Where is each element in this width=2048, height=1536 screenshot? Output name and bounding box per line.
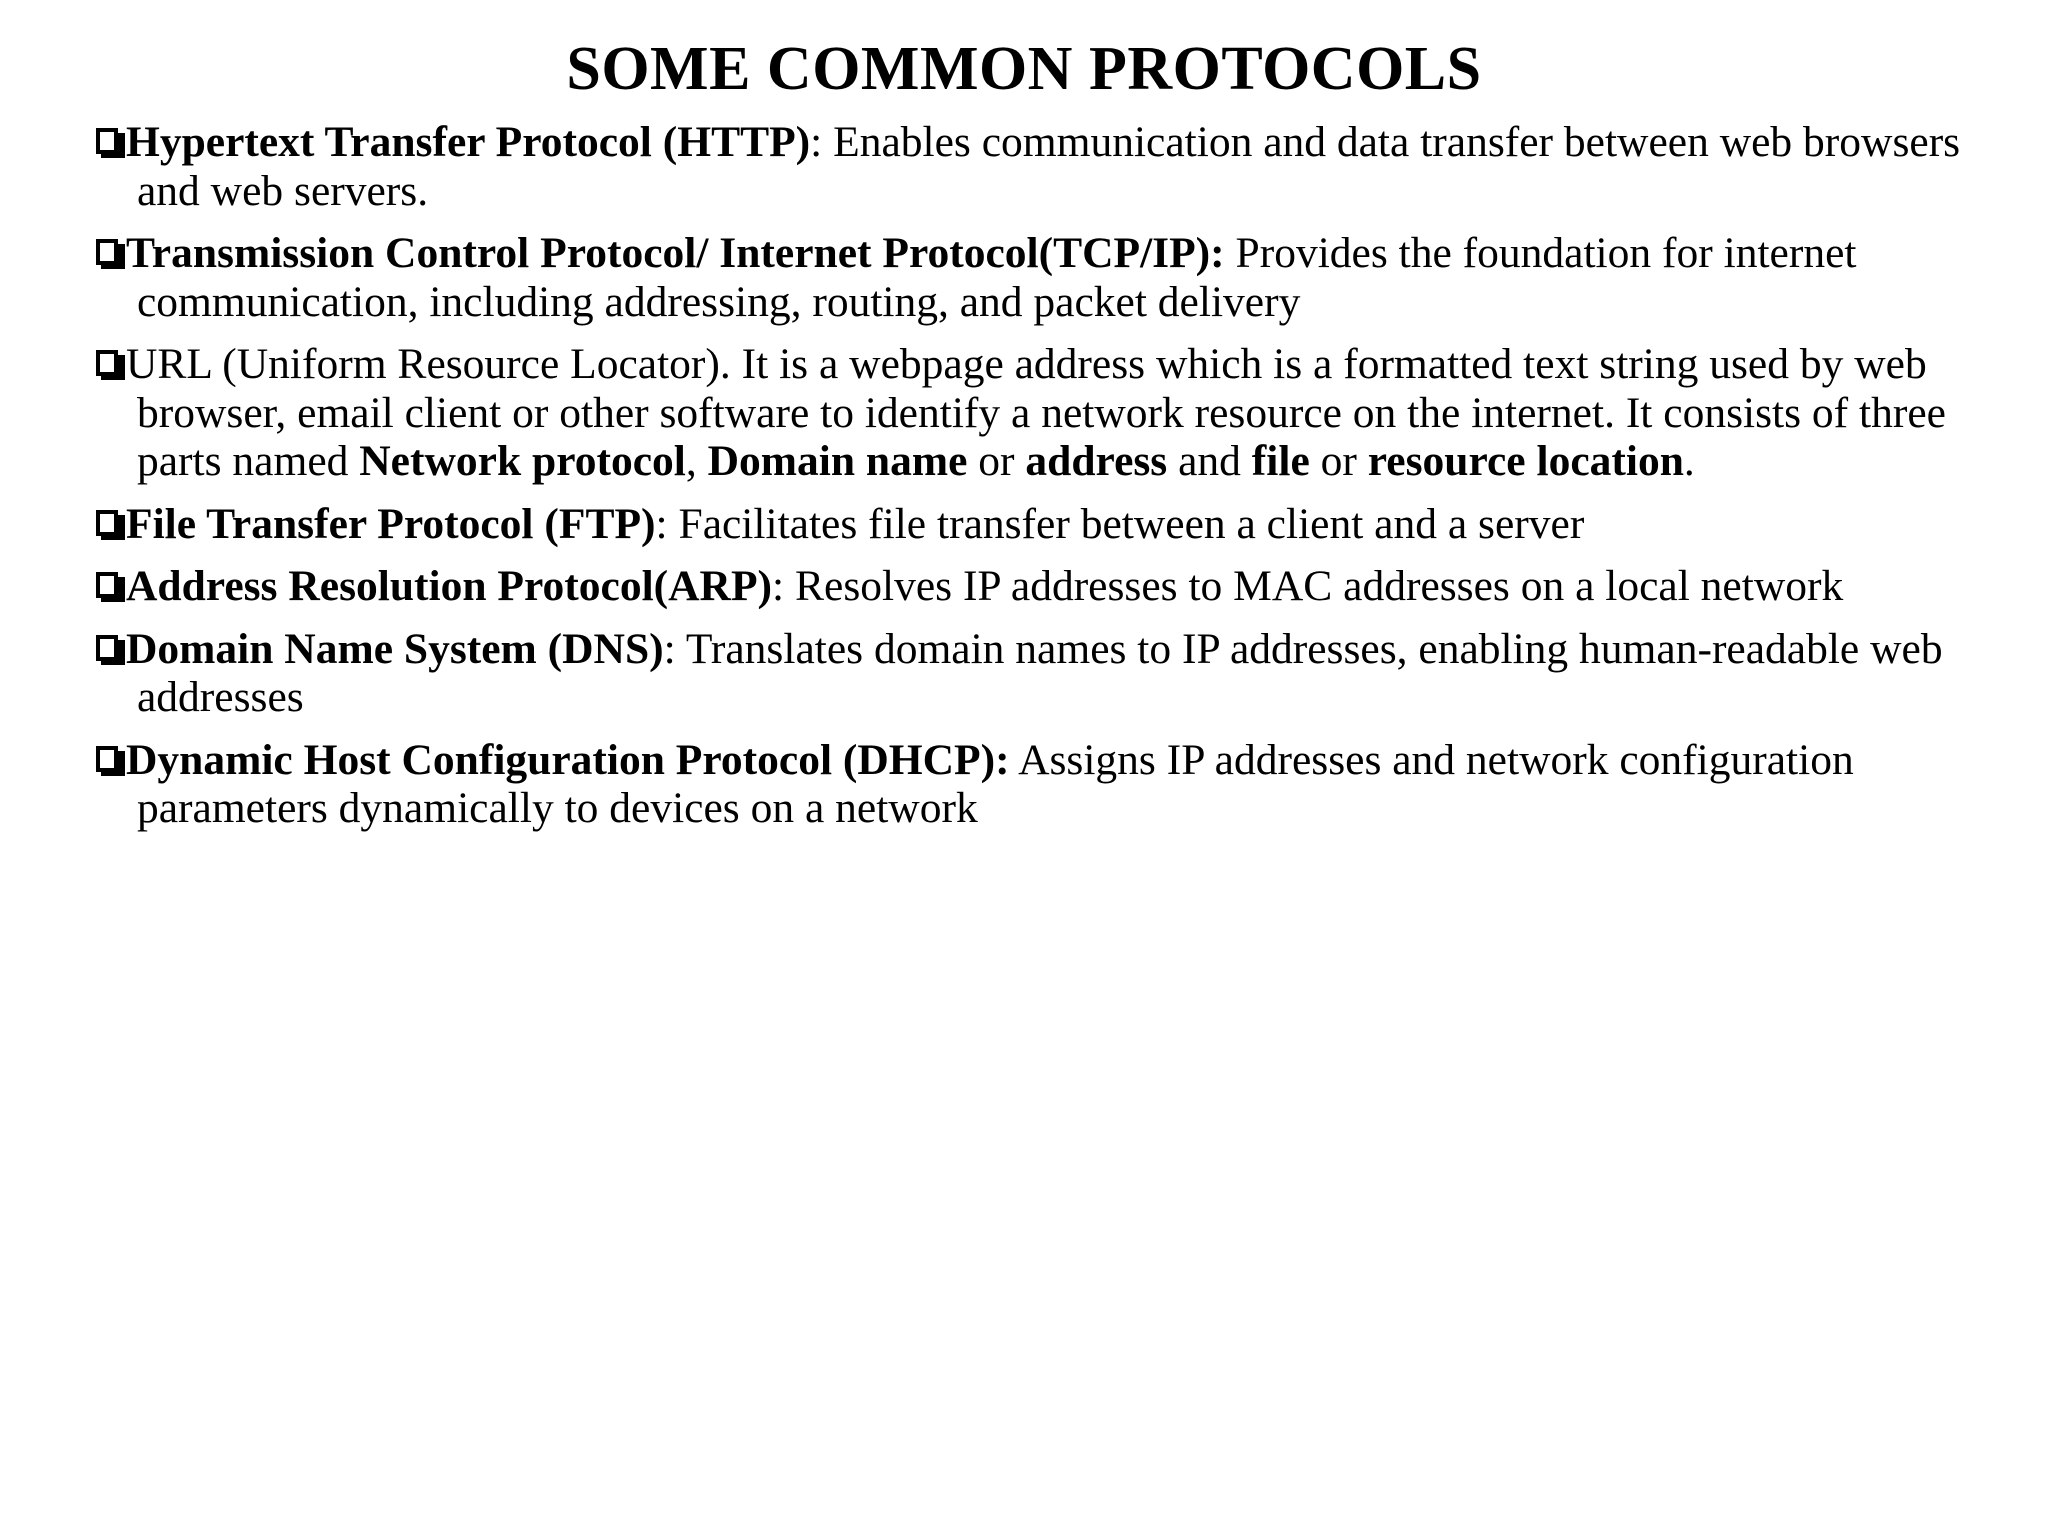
protocol-bullet-list: Hypertext Transfer Protocol (HTTP): Enab… [0,118,2048,833]
protocol-description: Provides the foundation for internet com… [137,229,1857,326]
emphasized-term: Domain name [707,437,968,485]
protocol-term: Dynamic Host Configuration Protocol (DHC… [126,735,1010,784]
list-item-dns: Domain Name System (DNS): Translates dom… [96,625,1992,722]
page-title: SOME COMMON PROTOCOLS [566,35,1482,103]
protocol-term: File Transfer Protocol (FTP) [126,499,656,548]
shadowed-square-bullet-icon [96,128,125,158]
protocol-description: Resolves IP addresses to MAC addresses o… [795,562,1844,610]
protocol-term: Domain Name System (DNS) [126,624,664,673]
protocol-term: Transmission Control Protocol/ Internet … [126,229,1225,277]
list-item-tcp-ip: Transmission Control Protocol/ Internet … [96,229,1992,326]
shadowed-square-bullet-icon [96,745,125,776]
list-item-ftp: File Transfer Protocol (FTP): Facilitate… [96,500,1992,549]
list-item-http: Hypertext Transfer Protocol (HTTP): Enab… [96,118,1992,215]
plain-text-run: or [967,437,1026,485]
protocol-separator: : [810,118,834,166]
shadowed-square-bullet-icon [96,572,125,602]
plain-text-run: . [1683,437,1695,485]
emphasized-term: address [1025,437,1168,485]
protocol-description: URL (Uniform Resource Locator). It is a … [126,340,1946,485]
protocol-term: Address Resolution Protocol(ARP) [126,562,773,610]
shadowed-square-bullet-icon [96,239,125,269]
protocol-separator: : [663,624,686,673]
protocol-inline-runs: Network protocol, Domain name or address… [359,437,1695,485]
plain-text-run: or [1309,437,1368,485]
shadowed-square-bullet-icon [96,350,125,380]
emphasized-term: resource location [1367,437,1684,485]
plain-text-run: and [1167,437,1252,485]
protocol-description: Assigns IP addresses and network configu… [137,735,1854,833]
protocol-description: Facilitates file transfer between a clie… [678,499,1585,548]
emphasized-term: file [1251,437,1310,485]
protocol-separator [1225,229,1236,277]
protocol-separator: : [772,562,795,610]
emphasized-term: Network protocol [359,437,686,485]
plain-text-run: , [685,437,708,485]
shadowed-square-bullet-icon [96,509,125,540]
list-item-arp: Address Resolution Protocol(ARP): Resolv… [96,562,1992,611]
shadowed-square-bullet-icon [96,634,125,665]
list-item-url: URL (Uniform Resource Locator). It is a … [96,340,1992,486]
protocol-separator: : [655,499,679,548]
protocol-description: Enables communication and data transfer … [137,118,1961,215]
protocol-separator [1010,736,1018,784]
protocol-term: Hypertext Transfer Protocol (HTTP) [126,118,811,166]
list-item-dhcp: Dynamic Host Configuration Protocol (DHC… [96,736,1992,833]
protocol-description: Translates domain names to IP addresses,… [137,624,1943,722]
